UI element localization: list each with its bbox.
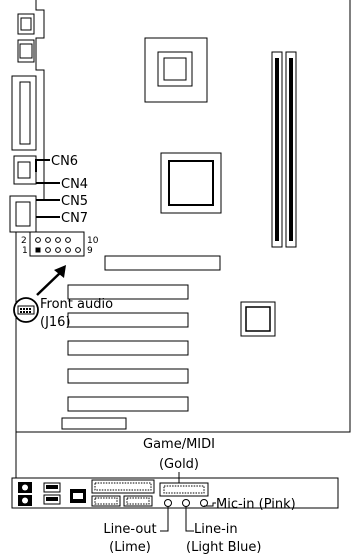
parallel-port-stack	[11, 75, 37, 151]
line-out-color: (Lime)	[109, 540, 151, 555]
serial-ports-rear	[91, 495, 153, 507]
game-midi-label: Game/MIDI	[143, 437, 215, 452]
parallel-port-rear	[91, 479, 155, 494]
front-audio-location-marker	[13, 297, 39, 323]
cn4-label: CN4	[61, 177, 88, 192]
pin-1-label: 1	[22, 246, 28, 256]
front-audio-label: Front audio	[40, 297, 113, 312]
agp-slot	[104, 255, 221, 271]
mic-in-label: Mic-in (Pink)	[216, 497, 296, 512]
line-in-label: Line-in	[194, 522, 238, 537]
pci-slot-2	[67, 312, 189, 328]
game-port-stack	[9, 195, 37, 233]
cn6-callout: CN6	[35, 154, 78, 172]
cpu-socket	[144, 37, 208, 103]
game-midi-port-rear	[159, 482, 209, 497]
cn5-label: CN5	[61, 194, 88, 209]
dimm-slot-2	[285, 51, 297, 248]
line-in-color: (Light Blue)	[186, 540, 262, 555]
front-audio-designator: (J16)	[40, 315, 71, 330]
ps2-ports-rear	[18, 482, 32, 506]
northbridge-chip	[160, 152, 222, 214]
line-in-leader	[185, 507, 194, 532]
usb-ports-rear	[43, 482, 61, 505]
cn7-callout: CN7	[36, 211, 88, 226]
pci-slot-1	[67, 284, 189, 300]
cn7-label: CN7	[61, 211, 88, 226]
board-outline	[15, 0, 351, 433]
line-out-jack	[164, 499, 172, 507]
line-in-jack	[182, 499, 190, 507]
cn4-callout: CN4	[36, 177, 88, 192]
pin-2-label: 2	[21, 236, 27, 246]
mic-in-leader	[204, 502, 216, 507]
cn6-label: CN6	[51, 154, 78, 169]
header-arrow	[36, 265, 66, 296]
audio-jacks-rear	[164, 499, 208, 507]
pci-slot-5	[67, 396, 189, 412]
pci-slot-4	[67, 368, 189, 384]
rj45-port-rear	[70, 489, 86, 503]
cn5-callout: CN5	[36, 194, 88, 209]
game-midi-color: (Gold)	[159, 457, 199, 472]
line-out-label: Line-out	[103, 522, 156, 537]
mic-in-jack	[200, 499, 208, 507]
dimm-slot-1	[271, 51, 283, 248]
pin-10-label: 10	[87, 236, 99, 246]
ps2-port-stack	[17, 13, 35, 63]
isa-slot	[61, 417, 127, 430]
front-audio-header: 2 10 1 9	[21, 231, 99, 257]
audio-jack-stack	[13, 155, 37, 185]
pin-9-label: 9	[87, 246, 93, 256]
southbridge-chip	[240, 301, 276, 337]
line-out-leader	[160, 507, 169, 532]
pci-slot-3	[67, 340, 189, 356]
expansion-slots	[61, 255, 221, 430]
